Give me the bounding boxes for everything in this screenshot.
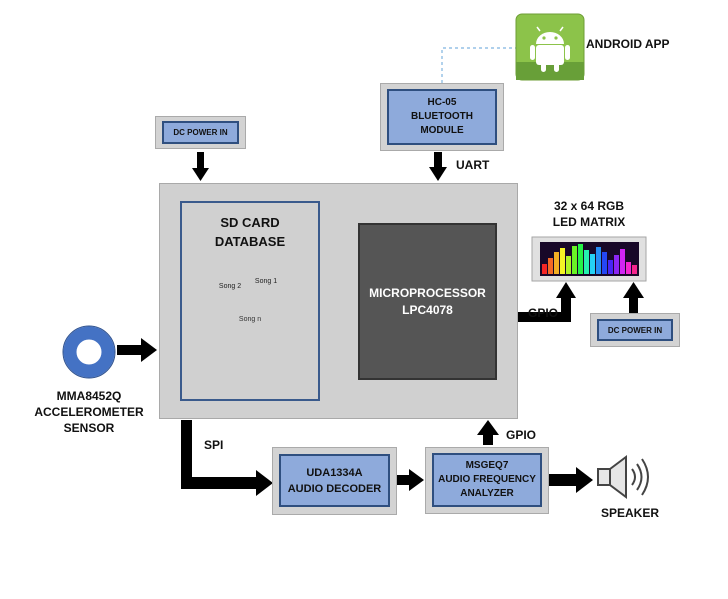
song-label-1: Song 1: [254, 278, 278, 285]
analyzer-line2: AUDIO FREQUENCY: [438, 474, 536, 485]
hc05-box: HC-05 BLUETOOTH MODULE: [387, 89, 497, 145]
eq-bar: [626, 262, 631, 274]
arrow-dc-power-up: [623, 282, 644, 316]
bluetooth-link-dashed: [441, 47, 522, 83]
eq-bar: [572, 246, 577, 274]
dc-power-top-box: DC POWER IN: [162, 121, 239, 144]
gpio-right-label: GPIO: [528, 306, 559, 320]
gpio-bottom-label: GPIO: [506, 428, 537, 442]
android-app-label: ANDROID APP: [586, 37, 670, 51]
analyzer-line1: MSGEQ7: [465, 460, 509, 471]
song-label-n: Song n: [238, 316, 262, 323]
decoder-line2: AUDIO DECODER: [287, 482, 382, 495]
eq-bar: [590, 254, 595, 274]
accelerometer-sensor-ring: [63, 326, 115, 378]
android-icon: [515, 13, 585, 81]
eq-bar: [584, 250, 589, 274]
microprocessor-line2: LPC4078: [402, 302, 453, 317]
led-matrix-line2: LED MATRIX: [552, 215, 626, 229]
eq-bar: [542, 264, 547, 274]
hc05-line2: BLUETOOTH: [410, 111, 474, 122]
sd-card-database: SD CARD DATABASE: [180, 201, 320, 401]
speaker-icon: [597, 455, 649, 499]
eq-bar: [596, 247, 601, 274]
eq-bar: [578, 244, 583, 274]
dc-power-right-label: DC POWER IN: [607, 325, 663, 335]
sensor-line1: MMA8452Q: [56, 389, 122, 403]
song-label-2: Song 2: [218, 283, 242, 290]
led-matrix-line1: 32 x 64 RGB: [553, 199, 625, 213]
arrow-analyzer-speaker: [548, 467, 593, 493]
sensor-label: MMA8452Q ACCELEROMETER SENSOR: [30, 388, 148, 436]
eq-bar: [554, 252, 559, 274]
arrow-spi: [181, 420, 273, 496]
arrow-dc-power-down: [192, 152, 209, 181]
led-matrix-panel: [531, 236, 647, 282]
arrow-decoder-analyzer: [397, 469, 424, 491]
eq-bar: [632, 265, 637, 274]
dc-power-right-box: DC POWER IN: [597, 319, 673, 341]
arrow-uart-down: [429, 152, 447, 181]
decoder-box: UDA1334A AUDIO DECODER: [279, 454, 390, 507]
arrow-sensor-right: [117, 338, 157, 362]
sensor-line2: ACCELEROMETER: [34, 405, 144, 419]
eq-bar: [560, 248, 565, 274]
dc-power-top-label: DC POWER IN: [173, 128, 228, 137]
sensor-line3: SENSOR: [63, 421, 115, 435]
arrow-analyzer-gpio-up: [477, 420, 499, 445]
eq-bar: [548, 258, 553, 274]
sd-card-line2: DATABASE: [214, 234, 286, 249]
uart-label: UART: [456, 158, 490, 172]
microprocessor-block: MICROPROCESSOR LPC4078: [358, 223, 497, 380]
analyzer-line3: ANALYZER: [460, 488, 514, 499]
eq-bar: [620, 249, 625, 274]
analyzer-box: MSGEQ7 AUDIO FREQUENCY ANALYZER: [432, 453, 542, 507]
hc05-line1: HC-05: [427, 97, 457, 108]
eq-bar: [608, 260, 613, 274]
spi-label: SPI: [204, 438, 224, 452]
arrow-gpio-led: [518, 282, 576, 322]
decoder-line1: UDA1334A: [306, 466, 363, 479]
sd-card-line1: SD CARD: [220, 215, 280, 230]
microprocessor-line1: MICROPROCESSOR: [369, 285, 486, 300]
eq-bar: [566, 256, 571, 274]
led-matrix-title: 32 x 64 RGB LED MATRIX: [530, 198, 648, 230]
eq-bar: [602, 252, 607, 274]
hc05-line3: MODULE: [420, 125, 464, 136]
speaker-label: SPEAKER: [601, 506, 660, 520]
eq-bar: [614, 255, 619, 274]
